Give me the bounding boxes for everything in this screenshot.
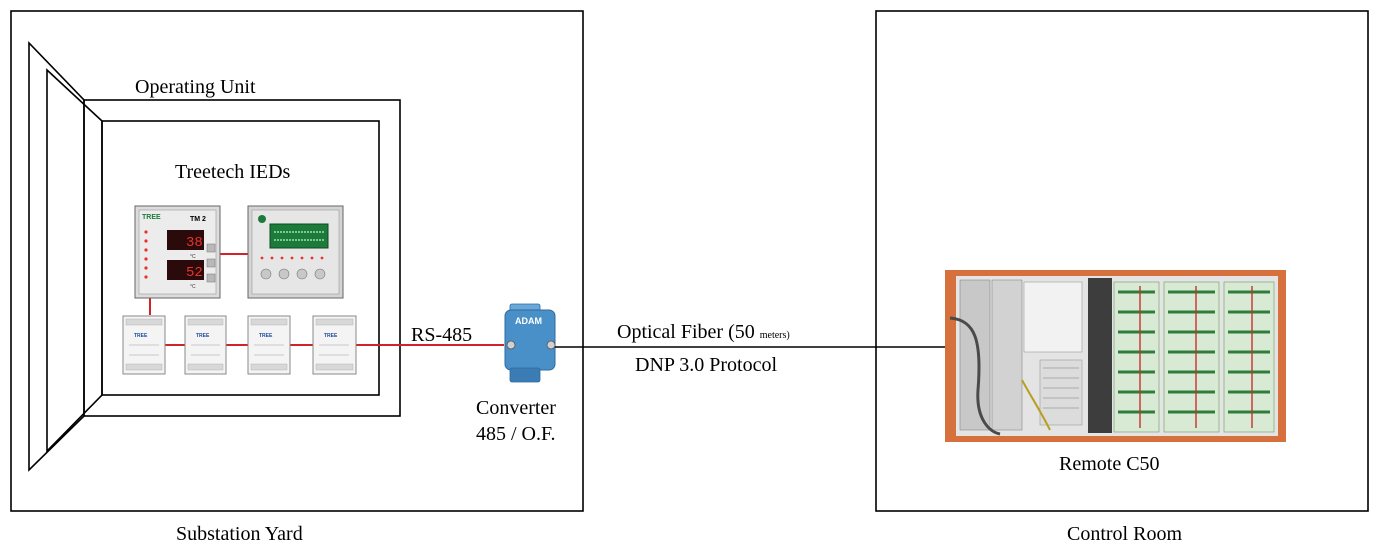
operating-unit-inner-box — [101, 120, 380, 396]
converter-label-line1: Converter — [476, 397, 556, 419]
substation-yard-box — [10, 10, 584, 512]
tm2-display-bottom-value: 52 — [186, 265, 203, 281]
module-terminals-bottom — [315, 363, 354, 371]
module-terminals-top — [315, 318, 354, 326]
module-terminals-top — [125, 318, 163, 326]
module-logo: TREE — [324, 333, 338, 339]
treetech-ieds-label: Treetech IEDs — [175, 161, 291, 183]
monitor-led — [260, 256, 264, 260]
module-terminals-top — [187, 318, 224, 326]
monitor-button — [278, 268, 290, 280]
panel-relay-block-1 — [1113, 281, 1160, 433]
operating-unit-label: Operating Unit — [135, 76, 256, 98]
operating-unit-outer-box — [83, 99, 401, 417]
tm2-led — [144, 230, 148, 234]
control-room-label: Control Room — [1067, 523, 1182, 545]
module-logo: TREE — [259, 333, 273, 339]
tm2-led — [144, 239, 148, 243]
tm2-buttons — [206, 243, 216, 283]
tm2-unit-top: °C — [190, 254, 196, 260]
module-terminals-bottom — [187, 363, 224, 371]
tm2-display-top-value: 38 — [186, 235, 203, 251]
din-module-1: TREE — [122, 315, 166, 375]
optical-fiber-meters: meters) — [760, 330, 790, 341]
panel-ground-wire — [1021, 379, 1051, 431]
tm2-unit-bottom: °C — [190, 284, 196, 290]
panel-terminal-strip — [1088, 278, 1112, 433]
tm2-button — [206, 273, 216, 283]
operating-unit-cabinet — [28, 41, 401, 472]
monitor-logo-icon — [258, 215, 266, 223]
converter-port-left — [506, 340, 516, 350]
optical-fiber-text: Optical Fiber (50 — [617, 321, 755, 343]
converter-port-right — [546, 340, 556, 350]
tm2-button — [206, 243, 216, 253]
module-terminals-top — [250, 318, 288, 326]
tm2-led — [144, 266, 148, 270]
monitor-buttons — [260, 268, 326, 280]
tm2-leds — [144, 230, 148, 279]
din-module-4: TREE — [312, 315, 357, 375]
panel-red-wires — [1139, 286, 1253, 428]
monitor-button — [260, 268, 272, 280]
control-room-box — [875, 10, 1369, 512]
substation-yard-label: Substation Yard — [176, 523, 303, 545]
cabinet-door-outer — [28, 41, 85, 472]
tm2-led — [144, 248, 148, 252]
converter-bottom-tab — [509, 367, 541, 383]
rs485-label: RS-485 — [411, 324, 472, 346]
panel-cpu-module — [991, 279, 1023, 431]
remote-c50-label: Remote C50 — [1059, 453, 1160, 475]
remote-c50-panel — [945, 270, 1286, 442]
panel-relay-block-2 — [1163, 281, 1220, 433]
module-terminals-bottom — [125, 363, 163, 371]
tm2-logo: TREE — [142, 214, 161, 221]
tm2-device: TREE TM 2 38 52 °C °C — [134, 205, 221, 299]
panel-cable — [949, 316, 1001, 436]
converter-label-line2: 485 / O.F. — [476, 423, 556, 445]
lcd-monitor-device — [247, 205, 344, 299]
tm2-display-bottom — [167, 260, 204, 280]
monitor-face — [251, 209, 340, 295]
module-logo: TREE — [196, 333, 210, 339]
monitor-led — [290, 256, 294, 260]
panel-io-module — [1023, 281, 1083, 353]
cabinet-door-inner — [46, 68, 103, 453]
monitor-leds — [260, 256, 324, 260]
tm2-label: TM 2 — [190, 216, 206, 223]
din-module-3: TREE — [247, 315, 291, 375]
monitor-led — [300, 256, 304, 260]
panel-vent — [1039, 359, 1083, 426]
monitor-button — [296, 268, 308, 280]
panel-vent-slots — [1043, 367, 1079, 409]
tm2-led — [144, 257, 148, 261]
monitor-led — [270, 256, 274, 260]
panel-relay-block-3 — [1223, 281, 1275, 433]
tm2-led — [144, 275, 148, 279]
monitor-led — [280, 256, 284, 260]
monitor-lcd — [269, 223, 329, 249]
monitor-led — [310, 256, 314, 260]
tm2-display-top — [167, 230, 204, 250]
din-module-2: TREE — [184, 315, 227, 375]
optical-fiber-label: Optical Fiber (50 meters) — [617, 321, 790, 343]
panel-power-module — [959, 279, 991, 431]
dnp-protocol-label: DNP 3.0 Protocol — [635, 354, 777, 376]
monitor-button — [314, 268, 326, 280]
tm2-button — [206, 258, 216, 268]
adam-converter: ADAM — [504, 303, 556, 383]
module-logo: TREE — [134, 333, 148, 339]
module-terminals-bottom — [250, 363, 288, 371]
converter-brand: ADAM — [515, 316, 542, 326]
ied-links — [149, 253, 504, 346]
panel-relay-rows — [1118, 290, 1270, 414]
monitor-led — [320, 256, 324, 260]
